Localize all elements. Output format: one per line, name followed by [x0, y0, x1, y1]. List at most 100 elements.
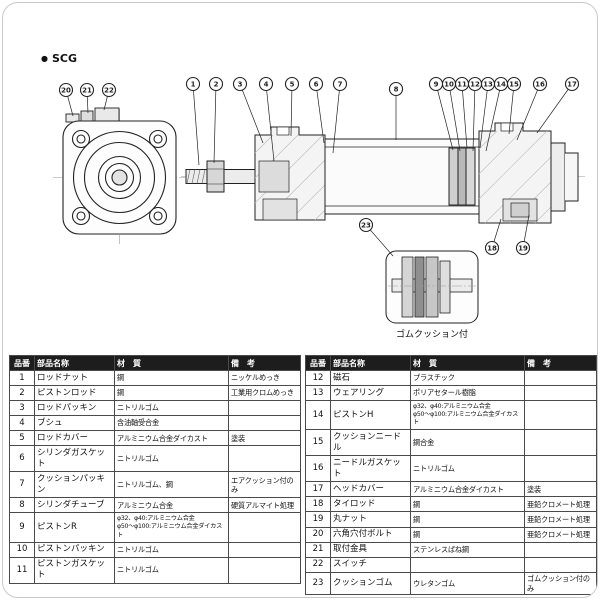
remarks: ゴムクッション付のみ: [524, 571, 597, 596]
remarks: [524, 455, 597, 483]
part-number: 9: [9, 512, 35, 543]
remarks: エアクッション付のみ: [228, 471, 301, 499]
material: 鋼: [410, 526, 525, 543]
part-number: 11: [9, 556, 35, 584]
switch-shape: [94, 107, 120, 123]
callout-leader-3: [239, 83, 264, 144]
callout-number-13: 13: [483, 81, 493, 89]
part-name: 丸ナット: [330, 511, 411, 528]
part-name: 磁石: [330, 369, 411, 387]
callout-circle-7: [332, 76, 348, 92]
callout-leader-13: [479, 83, 489, 149]
material: ニトリルゴム: [114, 556, 229, 584]
part-name: スイッチ: [330, 556, 411, 573]
rod-nut-shape: [206, 160, 225, 193]
callout-leader-15: [508, 83, 515, 135]
part-number: 22: [305, 556, 331, 573]
part-number: 16: [305, 455, 331, 483]
callout-circle-23: [358, 217, 374, 233]
part-name: シリンダガスケット: [34, 445, 115, 473]
part-name: ピストンH: [330, 400, 411, 431]
part-name: タイロッド: [330, 496, 411, 513]
callout-number-12: 12: [470, 81, 480, 89]
remarks: 亜鉛クロメート処理: [524, 496, 597, 513]
material: 含油軸受合金: [114, 415, 229, 432]
callout-leader-14: [485, 83, 502, 152]
callout-number-20: 20: [61, 87, 71, 95]
mount-bracket-shape: [80, 110, 94, 123]
part-number: 8: [9, 497, 35, 514]
header-row: 品番部品名称材 質備 考: [305, 355, 597, 371]
end-tang-shape: [565, 152, 579, 202]
remarks: [228, 556, 301, 584]
callout-number-10: 10: [444, 81, 454, 89]
material: 鋼: [114, 369, 229, 387]
callout-circle-21: [79, 82, 95, 98]
callout-number-19: 19: [518, 245, 528, 253]
piston-band-2-shape: [457, 147, 467, 206]
callout-circle-16: [532, 76, 548, 92]
part-name: ブシュ: [34, 415, 115, 432]
callout-leader-2: [213, 83, 217, 164]
part-number: 13: [305, 385, 331, 402]
remarks: [228, 400, 301, 417]
part-number: 20: [305, 526, 331, 543]
callout-number-9: 9: [434, 81, 439, 89]
remarks: 塗装: [228, 430, 301, 447]
cushion-detail-view: [385, 250, 479, 324]
callout-leader-9: [435, 83, 454, 151]
head-port-shape: [500, 122, 514, 132]
column-header-remarks: 備 考: [228, 355, 301, 371]
column-header-part-name: 部品名称: [34, 355, 115, 371]
callout-number-22: 22: [104, 87, 114, 95]
part-number: 17: [305, 481, 331, 498]
column-header-part-number: 品番: [9, 355, 35, 371]
material: ニトリルゴム: [114, 400, 229, 417]
part-name: ウェアリング: [330, 385, 411, 402]
assembly-diagram: ゴムクッション付 2021221234567891011121314151617…: [53, 76, 585, 340]
material: φ32、φ40:アルミニウム合金 φ50〜φ100:アルミニウム合金ダイカスト: [410, 400, 525, 431]
material: [410, 556, 525, 573]
remarks: 亜鉛クロメート処理: [524, 511, 597, 528]
remarks: [524, 385, 597, 402]
remarks: 亜鉛クロメート処理: [524, 526, 597, 543]
part-number: 23: [305, 571, 331, 596]
detail-piston-shape: [401, 256, 414, 318]
callout-number-14: 14: [496, 81, 506, 89]
rod-port-shape: [276, 126, 290, 136]
remarks: [228, 541, 301, 558]
part-name: クッションゴム: [330, 571, 411, 596]
column-header-material: 材 質: [114, 355, 229, 371]
part-number: 2: [9, 385, 35, 402]
callout-leader-5: [290, 83, 293, 137]
callout-circle-5: [284, 76, 300, 92]
callout-number-5: 5: [290, 81, 295, 89]
part-name: ピストンロッド: [34, 385, 115, 402]
callout-number-2: 2: [214, 81, 219, 89]
material: ニトリルゴム、鋼: [114, 471, 229, 499]
callout-number-1: 1: [191, 81, 196, 89]
remarks: [228, 512, 301, 543]
model-name: SCG: [51, 52, 78, 65]
callout-circle-22: [101, 82, 117, 98]
callout-circle-3: [232, 76, 248, 92]
column-header-part-name: 部品名称: [330, 355, 411, 371]
material: 鋼: [410, 496, 525, 513]
piston-band-1-shape: [448, 147, 459, 206]
part-number: 7: [9, 471, 35, 499]
callout-leader-7: [332, 83, 341, 154]
callout-circle-6: [308, 76, 324, 92]
